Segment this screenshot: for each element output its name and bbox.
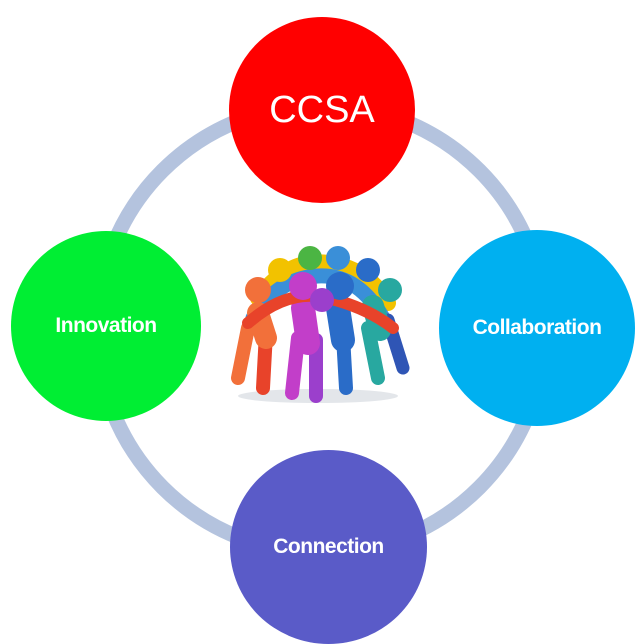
node-label-innovation: Innovation xyxy=(55,314,157,337)
node-connection: Connection xyxy=(230,450,427,644)
node-collaboration: Collaboration xyxy=(439,230,635,426)
node-innovation: Innovation xyxy=(11,231,201,421)
node-ccsa: CCSA xyxy=(229,17,415,203)
node-label-connection: Connection xyxy=(273,535,384,558)
node-label-collaboration: Collaboration xyxy=(472,316,602,339)
node-label-ccsa: CCSA xyxy=(269,88,375,131)
team-huddle-figures-icon xyxy=(231,246,410,403)
